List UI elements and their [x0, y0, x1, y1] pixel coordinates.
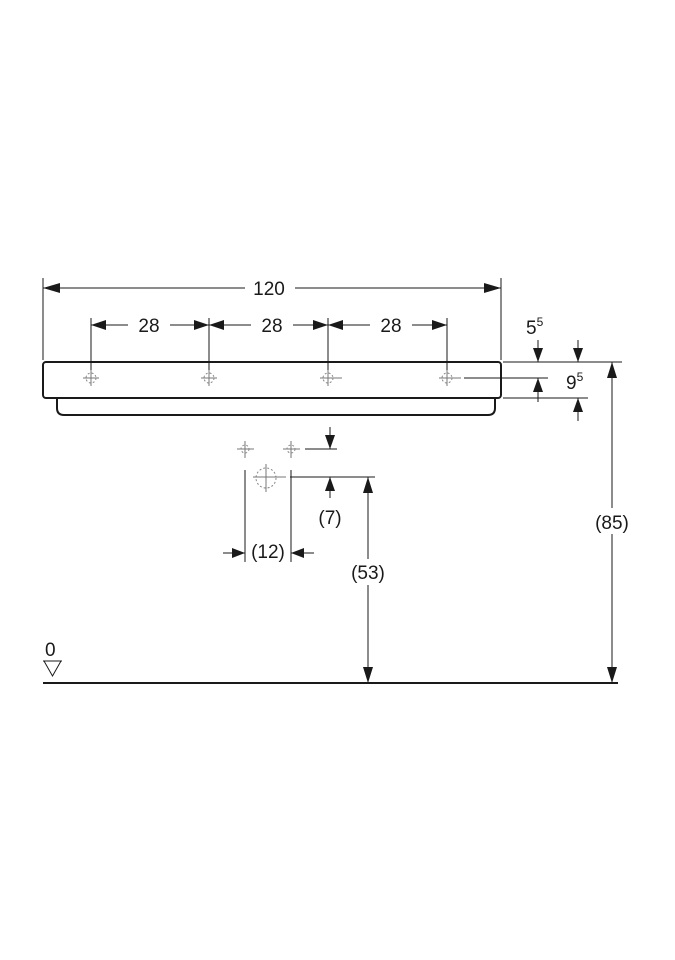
- tap-hole-icon: [201, 370, 217, 386]
- rim-height-dimension: (85): [588, 362, 636, 683]
- tap-spacing-label: 28: [138, 316, 159, 337]
- floor-reference: 0: [43, 640, 618, 684]
- tap-height-label: 9: [566, 373, 577, 394]
- tap-hole-icon: [83, 370, 99, 386]
- tap-spacing-label: 28: [261, 316, 282, 337]
- level-triangle-icon: [43, 660, 62, 678]
- drain-height-dimension: (53): [344, 477, 392, 683]
- right-height-dimensions: 55 95: [503, 315, 622, 421]
- washbasin-outline: [42, 361, 502, 416]
- tap-spacing-dimensions: 28 28 28: [90, 313, 448, 372]
- rim-height-label: (85): [595, 513, 629, 534]
- drain-markers: (7) (12): [223, 427, 375, 563]
- top-offset-label: 5: [526, 318, 537, 339]
- overall-width-dimension: 120: [42, 276, 502, 360]
- drain-hole-icon: [283, 441, 300, 458]
- drain-hole-icon: [237, 441, 254, 458]
- tap-height-superscript: 5: [577, 370, 584, 384]
- waste-outlet-icon: [253, 464, 286, 492]
- tap-hole-markers: [83, 370, 548, 386]
- overall-width-label: 120: [253, 279, 285, 300]
- floor-level-label: 0: [45, 640, 56, 661]
- svg-text:95: 95: [566, 370, 584, 394]
- svg-text:55: 55: [526, 315, 544, 339]
- drain-height-label: (53): [351, 563, 385, 584]
- drain-spacing-label: (12): [251, 542, 285, 563]
- tap-hole-icon: [439, 370, 461, 386]
- top-offset-superscript: 5: [537, 315, 544, 329]
- drain-offset-label: (7): [318, 508, 341, 529]
- tap-hole-icon: [320, 370, 342, 386]
- tap-spacing-label: 28: [380, 316, 401, 337]
